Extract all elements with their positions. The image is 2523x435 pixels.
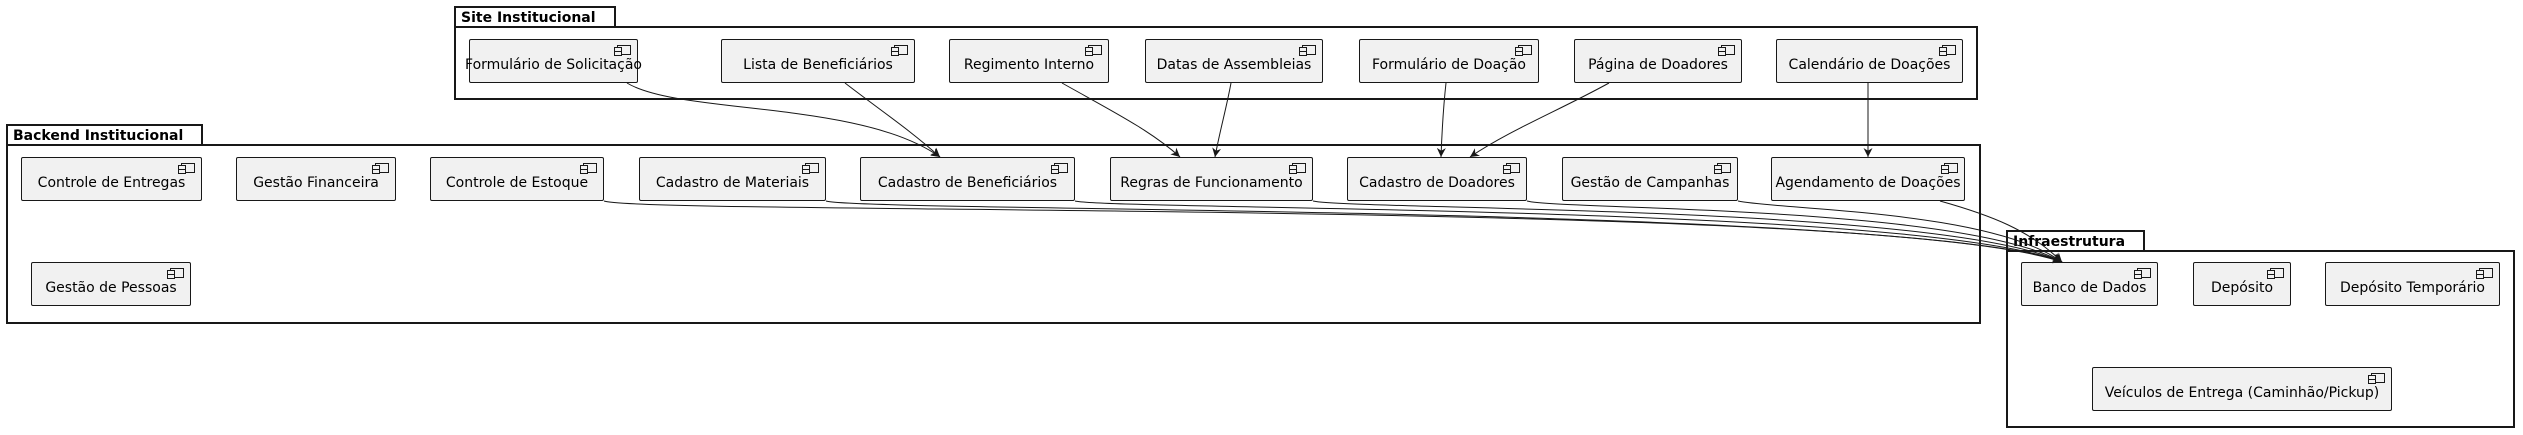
component-icon bbox=[1515, 45, 1532, 56]
component-icon bbox=[1939, 45, 1956, 56]
component-icon bbox=[1718, 45, 1735, 56]
component-datas-de-assembleias[interactable]: Datas de Assembleias bbox=[1145, 39, 1323, 83]
component-icon bbox=[178, 163, 195, 174]
component-formulario-de-doacao[interactable]: Formulário de Doação bbox=[1359, 39, 1539, 83]
component-gestao-financeira[interactable]: Gestão Financeira bbox=[236, 157, 396, 201]
edge-lista-beneficiarios-to-cadastro-beneficiarios bbox=[844, 82, 941, 158]
component-icon bbox=[802, 163, 819, 174]
component-deposito[interactable]: Depósito bbox=[2193, 262, 2291, 306]
edge-datas-assembleias-to-regras bbox=[1212, 82, 1232, 158]
edge-cadastro-materiais-to-banco bbox=[825, 200, 2063, 264]
edge-cadastro-beneficiarios-to-banco bbox=[1074, 200, 2063, 263]
component-agendamento-de-doacoes[interactable]: Agendamento de Doações bbox=[1771, 157, 1965, 201]
edge-regras-to-banco bbox=[1312, 200, 2063, 263]
component-regimento-interno[interactable]: Regimento Interno bbox=[949, 39, 1109, 83]
package-tab-backend: Backend Institucional bbox=[6, 124, 204, 146]
edge-regimento-interno-to-regras bbox=[1061, 82, 1181, 158]
component-calendario-de-doacoes[interactable]: Calendário de Doações bbox=[1776, 39, 1963, 83]
component-icon bbox=[1051, 163, 1068, 174]
component-gestao-de-pessoas[interactable]: Gestão de Pessoas bbox=[31, 262, 191, 306]
component-pagina-de-doadores[interactable]: Página de Doadores bbox=[1574, 39, 1742, 83]
component-icon bbox=[1299, 45, 1316, 56]
package-title-site: Site Institucional bbox=[461, 10, 596, 26]
component-icon bbox=[372, 163, 389, 174]
package-tab-site: Site Institucional bbox=[454, 6, 616, 28]
component-icon bbox=[2134, 268, 2151, 279]
edge-pagina-doadores-to-cadastro-doadores bbox=[1469, 82, 1610, 158]
component-veiculos-de-entrega[interactable]: Veículos de Entrega (Caminhão/Pickup) bbox=[2092, 367, 2392, 411]
package-tab-infra: Infraestrutura bbox=[2006, 230, 2146, 252]
edge-controle-estoque-to-banco bbox=[603, 200, 2063, 264]
package-title-backend: Backend Institucional bbox=[13, 128, 184, 144]
component-controle-de-estoque[interactable]: Controle de Estoque bbox=[430, 157, 604, 201]
component-icon bbox=[2368, 373, 2385, 384]
edge-formulario-solicitacao-to-cadastro-beneficiarios bbox=[626, 82, 941, 158]
component-cadastro-de-materiais[interactable]: Cadastro de Materiais bbox=[639, 157, 826, 201]
component-formulario-de-solicitacao[interactable]: Formulário de Solicitação bbox=[465, 39, 642, 83]
component-icon bbox=[1714, 163, 1731, 174]
component-icon bbox=[167, 268, 184, 279]
component-cadastro-de-doadores[interactable]: Cadastro de Doadores bbox=[1347, 157, 1527, 201]
component-icon bbox=[891, 45, 908, 56]
component-cadastro-de-beneficiarios[interactable]: Cadastro de Beneficiários bbox=[860, 157, 1075, 201]
package-title-infra: Infraestrutura bbox=[2013, 234, 2126, 250]
component-lista-de-beneficiarios[interactable]: Lista de Beneficiários bbox=[721, 39, 915, 83]
component-deposito-temporario[interactable]: Depósito Temporário bbox=[2325, 262, 2500, 306]
component-icon bbox=[2267, 268, 2284, 279]
component-gestao-de-campanhas[interactable]: Gestão de Campanhas bbox=[1562, 157, 1738, 201]
edge-formulario-doacao-to-cadastro-doadores bbox=[1436, 82, 1447, 158]
component-icon bbox=[1085, 45, 1102, 56]
component-banco-de-dados[interactable]: Banco de Dados bbox=[2021, 262, 2158, 306]
component-icon bbox=[580, 163, 597, 174]
component-icon bbox=[1941, 163, 1958, 174]
component-icon bbox=[614, 45, 631, 56]
edge-agendamento-to-banco bbox=[1939, 200, 2063, 263]
component-controle-de-entregas[interactable]: Controle de Entregas bbox=[21, 157, 202, 201]
component-regras-de-funcionamento[interactable]: Regras de Funcionamento bbox=[1110, 157, 1313, 201]
edge-cadastro-doadores-to-banco bbox=[1526, 200, 2063, 263]
component-icon bbox=[2476, 268, 2493, 279]
component-icon bbox=[1289, 163, 1306, 174]
edge-gestao-campanhas-to-banco bbox=[1737, 200, 2063, 263]
component-icon bbox=[1503, 163, 1520, 174]
